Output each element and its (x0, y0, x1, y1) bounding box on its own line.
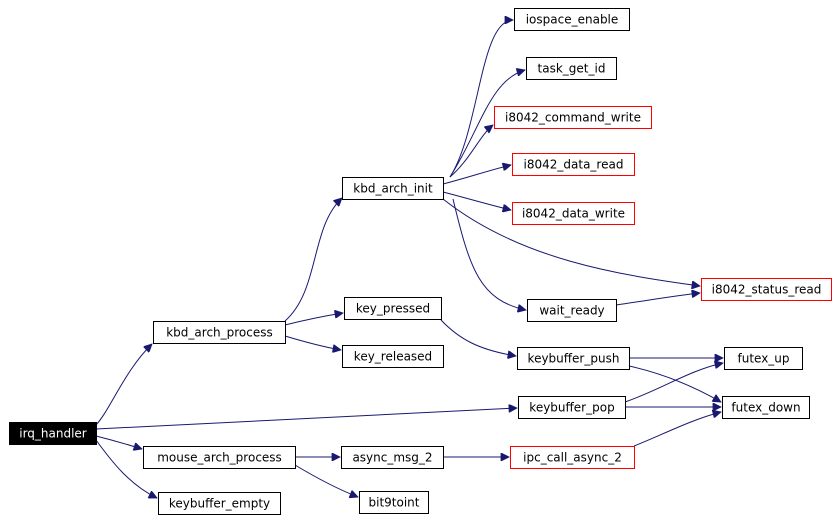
node-box (517, 347, 630, 370)
node-kbd-arch-process[interactable]: kbd_arch_process (153, 321, 286, 344)
node-task-get-id[interactable]: task_get_id (526, 57, 617, 80)
node-keybuffer-pop[interactable]: keybuffer_pop (518, 396, 626, 419)
node-label: task_get_id (538, 62, 606, 76)
node-box (512, 153, 635, 176)
node-box (518, 396, 626, 419)
node-label: ipc_call_async_2 (523, 451, 622, 465)
node-futex-up[interactable]: futex_up (724, 347, 803, 370)
node-iospace-enable[interactable]: iospace_enable (514, 8, 630, 31)
node-wait-ready[interactable]: wait_ready (527, 299, 617, 322)
node-label: bit9toint (369, 496, 420, 510)
node-box (153, 321, 286, 344)
node-irq-handler[interactable]: irq_handler (9, 422, 97, 445)
node-box (526, 57, 617, 80)
node-label: kbd_arch_process (166, 326, 273, 340)
node-box (359, 491, 429, 514)
edge-irq-handler-to-keybuffer-empty (95, 439, 157, 498)
edge-kbd-arch-process-to-kbd-arch-init (284, 198, 342, 322)
node-label: mouse_arch_process (157, 451, 282, 465)
node-label: i8042_command_write (505, 111, 641, 125)
node-label: key_pressed (356, 302, 430, 316)
node-box (344, 297, 442, 320)
edge-kbd-arch-init-to-i8042-data-read (442, 165, 511, 185)
edge-irq-handler-to-kbd-arch-process (95, 344, 152, 426)
node-box (341, 446, 444, 469)
edge-kbd-arch-init-to-wait-ready (452, 198, 526, 310)
node-keybuffer-empty[interactable]: keybuffer_empty (158, 492, 281, 515)
edge-kbd-arch-init-to-i8042-command-write (449, 125, 493, 178)
node-i8042-command-write[interactable]: i8042_command_write (494, 106, 652, 129)
node-mouse-arch-process[interactable]: mouse_arch_process (143, 446, 296, 469)
node-box (510, 446, 635, 469)
node-box (342, 345, 444, 368)
node-i8042-status-read[interactable]: i8042_status_read (701, 278, 832, 301)
node-key-released[interactable]: key_released (342, 345, 444, 368)
node-box (158, 492, 281, 515)
node-box (722, 396, 810, 419)
node-box (724, 347, 803, 370)
node-box (514, 8, 630, 31)
node-label: i8042_data_read (524, 158, 624, 172)
node-key-pressed[interactable]: key_pressed (344, 297, 442, 320)
node-label: wait_ready (539, 304, 604, 318)
node-label: keybuffer_pop (529, 401, 614, 415)
node-label: futex_up (737, 352, 789, 366)
node-i8042-data-write[interactable]: i8042_data_write (512, 202, 635, 225)
edge-ipc-call-async-2-to-futex-down (633, 412, 721, 447)
node-label: irq_handler (19, 427, 87, 441)
node-label: iospace_enable (526, 13, 619, 27)
edge-kbd-arch-init-to-i8042-status-read (442, 198, 700, 286)
edge-keybuffer-pop-to-futex-up (624, 363, 723, 403)
edge-kbd-arch-init-to-task-get-id (449, 70, 525, 178)
node-box (342, 177, 444, 200)
node-label: kbd_arch_init (353, 182, 433, 196)
edge-wait-ready-to-i8042-status-read (615, 293, 700, 306)
node-label: i8042_status_read (712, 283, 822, 297)
edge-key-pressed-to-keybuffer-push (440, 319, 516, 356)
edge-irq-handler-to-keybuffer-pop (95, 408, 517, 430)
node-ipc-call-async-2[interactable]: ipc_call_async_2 (510, 446, 635, 469)
node-box (512, 202, 635, 225)
node-label: i8042_data_write (522, 207, 625, 221)
node-box (701, 278, 832, 301)
edge-kbd-arch-init-to-i8042-data-write (442, 191, 511, 210)
edge-irq-handler-to-mouse-arch-process (95, 435, 142, 449)
edge-keybuffer-push-to-futex-down (628, 365, 721, 402)
node-bit9toint[interactable]: bit9toint (359, 491, 429, 514)
node-label: key_released (354, 350, 432, 364)
node-box (9, 422, 97, 445)
edge-kbd-arch-init-to-iospace-enable (449, 20, 513, 178)
node-i8042-data-read[interactable]: i8042_data_read (512, 153, 635, 176)
node-label: futex_down (731, 401, 800, 415)
edge-mouse-arch-process-to-bit9toint (294, 464, 358, 497)
node-keybuffer-push[interactable]: keybuffer_push (517, 347, 630, 370)
edge-kbd-arch-process-to-key-pressed (284, 313, 343, 326)
node-async-msg-2[interactable]: async_msg_2 (341, 446, 444, 469)
node-label: keybuffer_empty (169, 497, 270, 511)
node-label: keybuffer_push (528, 352, 620, 366)
node-futex-down[interactable]: futex_down (722, 396, 810, 419)
node-label: async_msg_2 (352, 451, 432, 465)
edge-kbd-arch-process-to-key-released (284, 335, 341, 350)
node-kbd-arch-init[interactable]: kbd_arch_init (342, 177, 444, 200)
node-box (527, 299, 617, 322)
node-box (143, 446, 296, 469)
node-box (494, 106, 652, 129)
